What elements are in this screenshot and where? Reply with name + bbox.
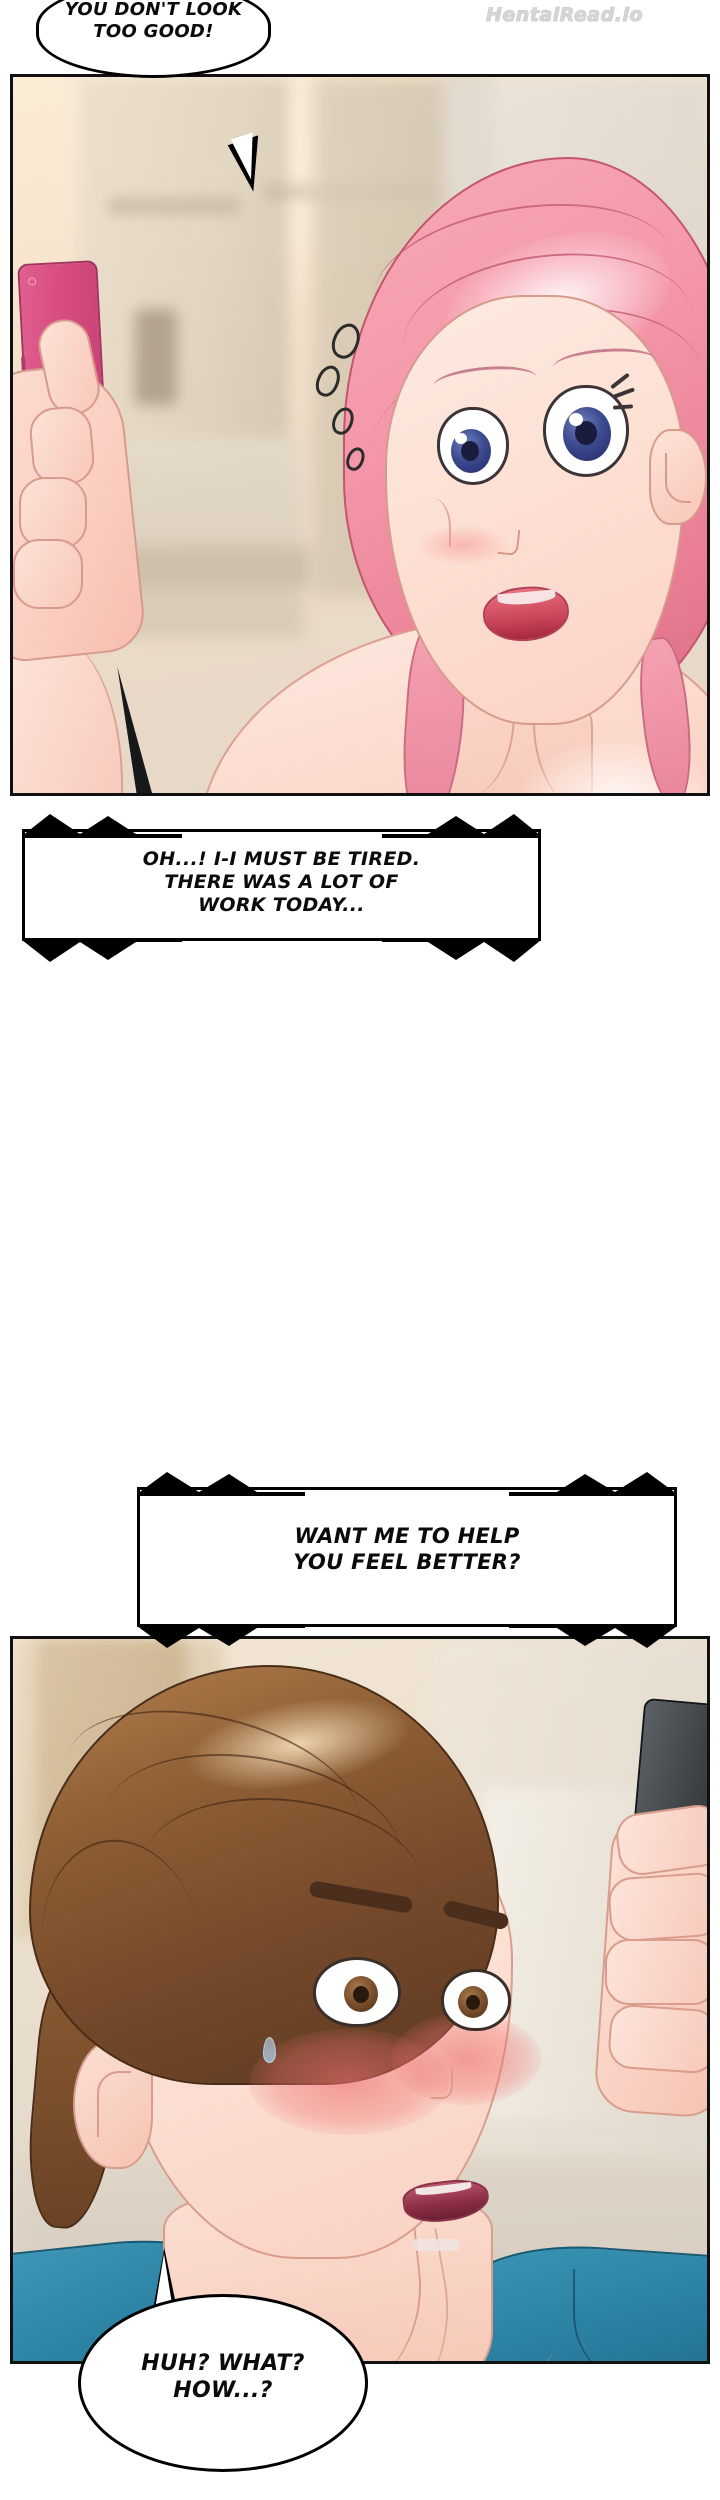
eye-glint (448, 1994, 458, 2010)
woman-eye-right (543, 385, 629, 477)
woman-ear (649, 429, 707, 525)
finger (13, 539, 83, 609)
comic-panel-2 (10, 1636, 710, 2364)
boy-shirt-fold (573, 2269, 663, 2361)
speech-bubble-3-text: WANT ME TO HELP YOU FEEL BETTER? (293, 1524, 521, 1574)
woman-blush (417, 525, 509, 565)
boy-collarbone (413, 2329, 553, 2361)
speech-bubble-2-text: OH...! I-I MUST BE TIRED. THERE WAS A LO… (142, 848, 421, 917)
finger (606, 1871, 707, 1943)
finger (605, 1939, 707, 2005)
site-watermark: HentaiRead.io (485, 4, 644, 27)
background-object (135, 309, 177, 405)
finger (19, 477, 87, 549)
speech-bubble-4: HUH? WHAT? HOW...? (78, 2294, 368, 2472)
eye-glint (569, 413, 583, 426)
boy-teeth (413, 2239, 459, 2251)
pupil (461, 441, 479, 461)
woman-cheek-line (417, 497, 451, 547)
bubble-3-jagged-bottom (137, 1624, 677, 1650)
speech-bubble-1-text: YOU DON'T LOOK TOO GOOD! (64, 0, 243, 42)
speech-bubble-4-text: HUH? WHAT? HOW...? (141, 2351, 305, 2403)
pupil (575, 421, 597, 445)
pupil (353, 1986, 369, 2003)
pupil (466, 1995, 480, 2010)
background-shelf (109, 197, 239, 215)
bubble-3-jagged-top (137, 1470, 677, 1496)
woman-eye-left (437, 407, 509, 485)
eye-glint (328, 1982, 341, 2002)
speech-bubble-1: YOU DON'T LOOK TOO GOOD! (36, 0, 271, 78)
boy-eye-left (313, 1957, 401, 2027)
finger (27, 404, 97, 488)
sweat-drop-icon (263, 2037, 276, 2063)
bubble-2-jagged-top (22, 812, 541, 838)
boy-nose (431, 2069, 453, 2099)
finger (606, 2003, 707, 2075)
boy-eye-right (441, 1969, 511, 2031)
eye-glint (455, 433, 467, 444)
comic-panel-1 (10, 74, 710, 796)
bubble-2-jagged-bottom (22, 938, 541, 964)
woman-collarbone-right (533, 681, 633, 793)
speech-bubble-3: WANT ME TO HELP YOU FEEL BETTER? (137, 1487, 677, 1627)
speech-bubble-2: OH...! I-I MUST BE TIRED. THERE WAS A LO… (22, 829, 541, 941)
